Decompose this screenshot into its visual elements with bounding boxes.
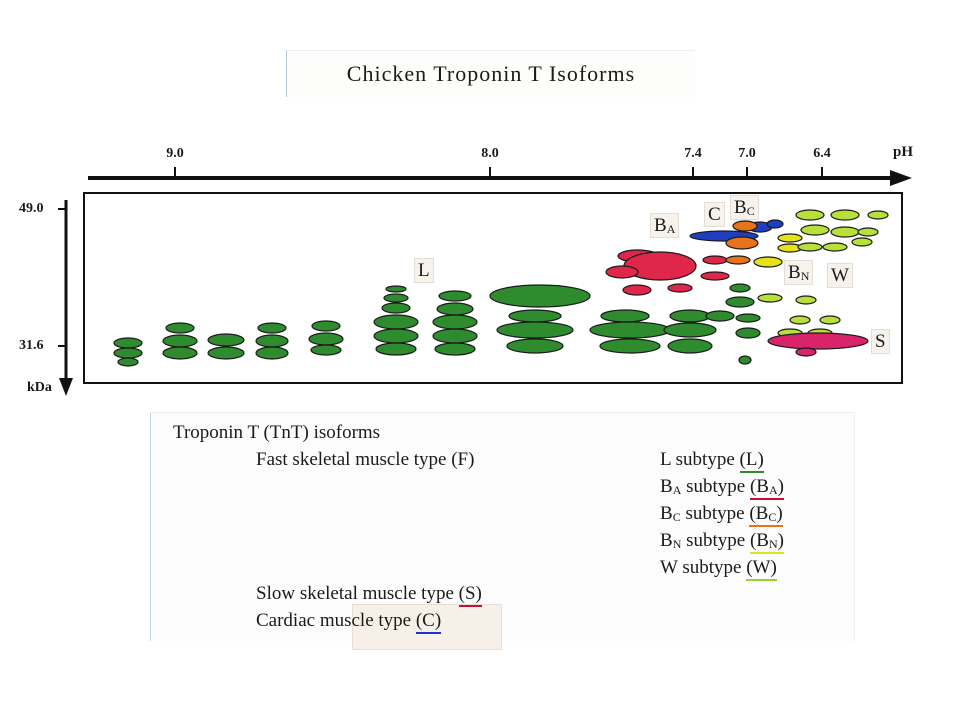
gel-spot-fast-ba [622, 284, 652, 296]
gel-spot-fast-w [800, 224, 830, 236]
gel-spot-fast-l [310, 344, 342, 356]
legend-fast-type: Fast skeletal muscle type (F) [256, 449, 475, 470]
gel-spot-fast-l [735, 327, 761, 339]
label-S: S [871, 329, 890, 354]
ph-tick-6-4: 6.4 [813, 146, 831, 161]
legend-subtype-L: L subtype (L) [660, 449, 764, 473]
ph-unit-label: pH [893, 144, 914, 160]
gel-spot-fast-l [255, 346, 289, 360]
gel-spot-fast-l [207, 333, 245, 347]
gel-spot-fast-l [735, 313, 761, 323]
gel-spot-fast-l [432, 314, 478, 330]
gel-spot-fast-l [207, 346, 245, 360]
gel-spot-fast-l [308, 332, 344, 346]
gel-spot-fast-l [589, 321, 671, 339]
gel-spot-fast-l [508, 309, 562, 323]
gel-spot-fast-w [867, 210, 889, 220]
gel-spot-fast-l [373, 328, 419, 344]
gel-spot-fast-l [165, 322, 195, 334]
gel-spot-fast-l [373, 314, 419, 330]
gel-spot-slow-s [795, 347, 817, 357]
ph-tick-8-0: 8.0 [481, 146, 499, 161]
gel-spot-fast-w [830, 226, 860, 238]
gel-spot-fast-l [705, 310, 735, 322]
gel-spot-fast-bc [725, 255, 751, 265]
label-BN: BN [784, 260, 814, 285]
gel-spot-fast-w [757, 293, 783, 303]
gel-spot-fast-l [311, 320, 341, 332]
gel-spot-fast-ba [667, 283, 693, 293]
gel-spot-fast-bn [753, 256, 783, 268]
mw-tick-31-6: 31.6 [19, 338, 44, 353]
gel-spot-fast-l [113, 337, 143, 349]
gel-spot-fast-bc [732, 220, 758, 232]
gel-spot-fast-l [729, 283, 751, 293]
gel-spot-fast-l [436, 302, 474, 316]
gel-spot-fast-l [506, 338, 564, 354]
gel-spot-fast-l [117, 357, 139, 367]
gel-spot-fast-l [738, 355, 752, 365]
gel-spot-fast-l [113, 347, 143, 359]
gel-spot-fast-l [489, 284, 591, 308]
gel-spot-fast-l [257, 322, 287, 334]
legend-subtype-W: W subtype (W) [660, 557, 777, 581]
gel-spot-fast-l [162, 346, 198, 360]
gel-spot-fast-l [600, 309, 650, 323]
gel-spot-fast-l [381, 302, 411, 314]
gel-spot-cardiac-c [766, 219, 784, 229]
legend-slow-type: Slow skeletal muscle type (S) [256, 583, 482, 607]
gel-spot-fast-l [385, 285, 407, 293]
gel-spot-fast-l [663, 322, 717, 338]
gel-spot-fast-w [822, 242, 848, 252]
legend-subtype-BA: BA subtype (BA) [660, 476, 784, 500]
label-L: L [414, 258, 434, 283]
gel-spot-fast-w [797, 242, 823, 252]
label-C: C [704, 202, 725, 227]
ph-tick-7-0: 7.0 [738, 146, 756, 161]
gel-spot-fast-w [789, 315, 811, 325]
legend-subtype-BN: BN subtype (BN) [660, 530, 784, 554]
mw-tick-49: 49.0 [19, 201, 44, 216]
label-W: W [827, 263, 853, 288]
gel-spot-fast-ba [700, 271, 730, 281]
ph-tick-9-0: 9.0 [166, 146, 184, 161]
gel-spot-fast-w [830, 209, 860, 221]
gel-spot-fast-l [383, 293, 409, 303]
gel-spot-fast-bc [725, 236, 759, 250]
gel-spot-fast-w [851, 237, 873, 247]
gel-spot-fast-l [375, 342, 417, 356]
legend-subtype-BC: BC subtype (BC) [660, 503, 783, 527]
label-BC: BC [730, 195, 759, 220]
ph-tick-7-4: 7.4 [684, 146, 702, 161]
gel-spot-fast-w [857, 227, 879, 237]
gel-spot-fast-l [599, 338, 661, 354]
figure-title: Chicken Troponin T Isoforms [286, 50, 695, 97]
ph-axis [88, 167, 912, 186]
gel-spot-slow-s [767, 332, 869, 350]
gel-spot-fast-w [819, 315, 841, 325]
gel-spot-fast-w [795, 209, 825, 221]
label-BA: BA [650, 213, 680, 238]
legend-cardiac-type: Cardiac muscle type (C) [256, 610, 442, 634]
mw-unit-kda: kDa [27, 380, 52, 395]
gel-spot-fast-l [496, 321, 574, 339]
gel-spot-fast-bn [777, 233, 803, 243]
gel-spot-fast-l [162, 334, 198, 348]
gel-spot-fast-l [667, 338, 713, 354]
gel-spot-fast-l [434, 342, 476, 356]
gel-spot-fast-l [669, 309, 711, 323]
mw-axis [58, 200, 73, 396]
gel-spot-fast-l [438, 290, 472, 302]
legend-heading: Troponin T (TnT) isoforms [173, 422, 381, 443]
gel-spots [113, 209, 889, 367]
cardiac-highlight [352, 604, 502, 650]
gel-spot-fast-l [725, 296, 755, 308]
gel-spot-fast-l [255, 334, 289, 348]
gel-spot-fast-ba [605, 265, 639, 279]
gel-spot-fast-l [432, 328, 478, 344]
gel-spot-fast-w [795, 295, 817, 305]
gel-spot-fast-ba [702, 255, 728, 265]
legend-panel [150, 412, 855, 641]
